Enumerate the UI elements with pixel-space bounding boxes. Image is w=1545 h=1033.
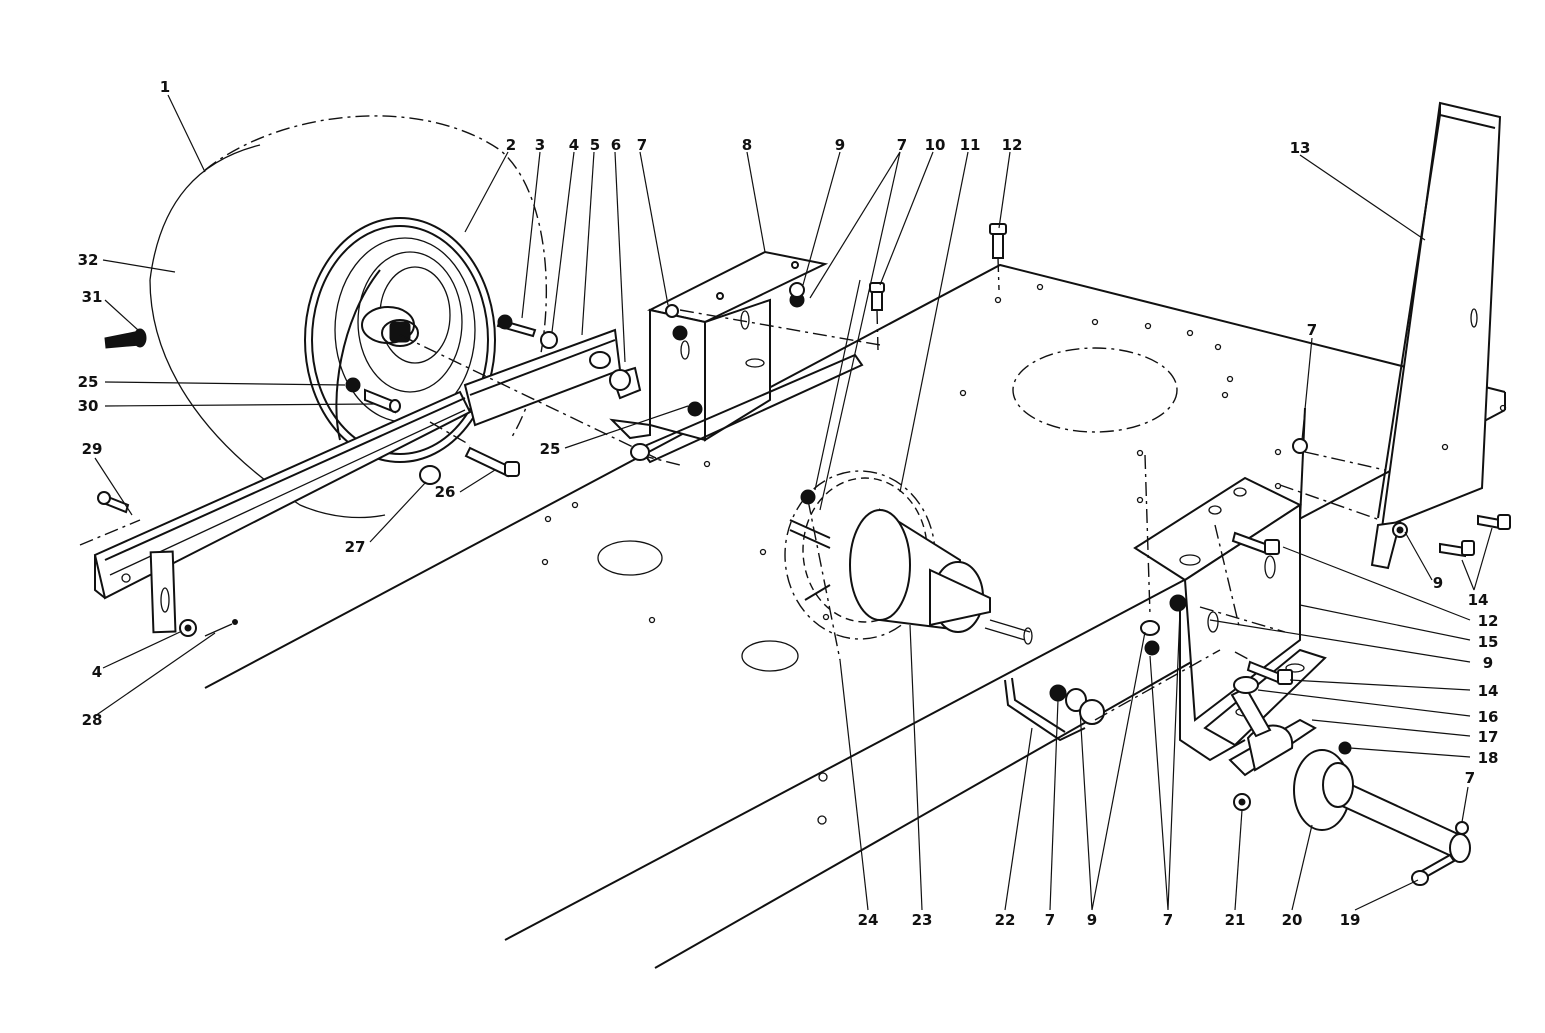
callout-14: 14 [1468,591,1489,609]
callout-7: 7 [1045,911,1055,929]
callout-20: 20 [1282,911,1303,929]
callout-25: 25 [78,373,99,391]
callout-7: 7 [1307,321,1317,339]
callout-15: 15 [1478,633,1499,651]
right-hardware [1279,438,1511,558]
bracket-15 [1133,476,1327,762]
callout-19: 19 [1340,911,1361,929]
callout-9: 9 [1483,654,1493,672]
callout-28: 28 [82,711,103,729]
callout-13: 13 [1290,139,1311,157]
callout-21: 21 [1225,911,1246,929]
callout-6: 6 [611,136,621,154]
callout-1: 1 [160,78,170,96]
callout-17: 17 [1478,728,1499,746]
bracket-8 [609,250,881,464]
callout-26: 26 [435,483,456,501]
callout-25: 25 [540,440,561,458]
callout-9: 9 [1087,911,1097,929]
callout-8: 8 [742,136,752,154]
callout-16: 16 [1478,708,1499,726]
callout-30: 30 [78,397,99,415]
callout-7: 7 [1163,911,1173,929]
callout-labels: 1 2 3 4 5 6 7 8 9 7 10 11 12 13 32 31 25… [78,78,1499,929]
callout-27: 27 [345,538,366,556]
shaft-and-bearing [1144,454,1471,886]
callout-24: 24 [858,911,879,929]
callout-23: 23 [912,911,933,929]
callout-9: 9 [835,136,845,154]
callout-31: 31 [82,288,103,306]
callout-32: 32 [78,251,99,269]
callout-2: 2 [506,136,516,154]
callout-7: 7 [1465,769,1475,787]
callout-11: 11 [960,136,981,154]
callout-18: 18 [1478,749,1499,767]
spring-and-washers [1004,620,1221,742]
wheel-assembly [104,115,548,519]
callout-7: 7 [637,136,647,154]
axle-bars [79,314,681,637]
callout-3: 3 [535,136,545,154]
callout-4: 4 [92,663,102,681]
callout-12: 12 [1478,612,1499,630]
callout-22: 22 [995,911,1016,929]
callout-10: 10 [925,136,946,154]
deck-holes [541,283,1507,825]
callout-14: 14 [1478,682,1499,700]
callout-9: 9 [1433,574,1443,592]
bolts-top [869,223,1007,351]
callout-7: 7 [897,136,907,154]
deck-plate [204,263,1507,969]
callout-4: 4 [569,136,579,154]
right-side-plate-13 [1370,101,1502,570]
callout-12: 12 [1002,136,1023,154]
leader-lines [94,94,1493,911]
callout-29: 29 [82,440,103,458]
callout-5: 5 [590,136,600,154]
sprocket-assembly [784,470,1033,661]
